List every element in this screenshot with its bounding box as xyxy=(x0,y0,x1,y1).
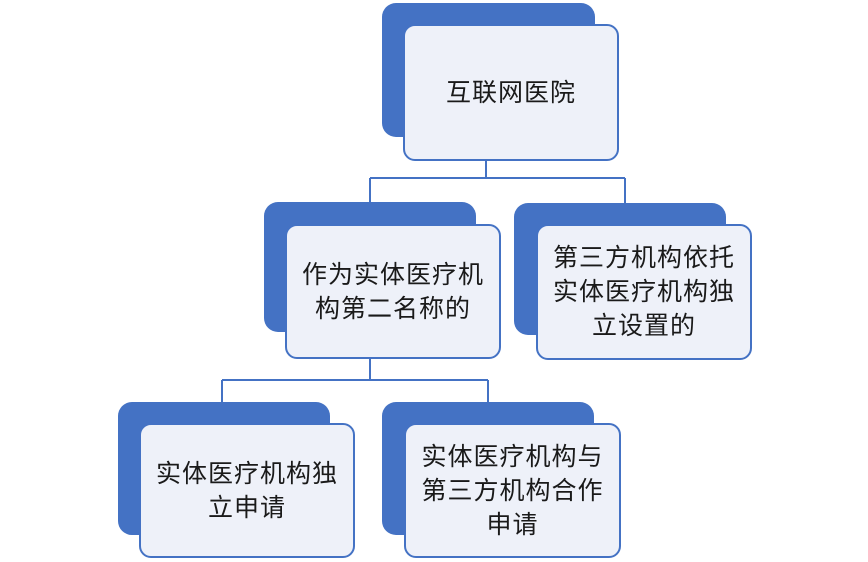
level2-node-cooperation-card: 实体医疗机构与 第三方机构合作 申请 xyxy=(404,423,621,558)
root-node-card: 互联网医院 xyxy=(403,24,619,161)
level2-node-independent-label: 实体医疗机构独 立申请 xyxy=(155,458,338,522)
level2-node-cooperation-label: 实体医疗机构与 第三方机构合作 申请 xyxy=(421,441,604,539)
level1-node-third-party-label: 第三方机构依托 实体医疗机构独 立设置的 xyxy=(552,243,735,340)
root-node-label: 互联网医院 xyxy=(445,77,576,107)
level2-node-independent-card: 实体医疗机构独 立申请 xyxy=(139,423,355,558)
level1-node-second-name-card: 作为实体医疗机 构第二名称的 xyxy=(285,224,501,359)
level1-node-third-party-card: 第三方机构依托 实体医疗机构独 立设置的 xyxy=(536,224,752,360)
level1-node-second-name-label: 作为实体医疗机 构第二名称的 xyxy=(301,259,484,323)
